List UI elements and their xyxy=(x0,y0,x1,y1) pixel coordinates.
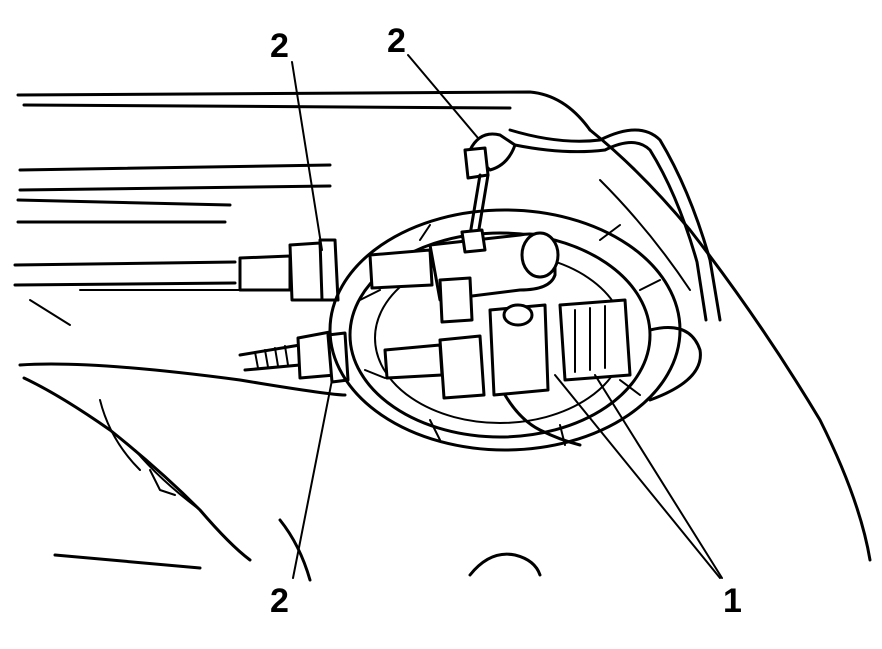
callout-2-top-left: 2 xyxy=(270,27,289,65)
leader-top-center xyxy=(407,54,479,139)
pump-module xyxy=(368,231,702,447)
callout-1-bottom-right: 1 xyxy=(723,582,742,620)
tank-body xyxy=(16,90,872,582)
vapor-line xyxy=(460,128,722,322)
leader-lines xyxy=(291,54,723,579)
leader-bottom-right-a xyxy=(554,374,721,579)
leader-bottom-left xyxy=(292,379,333,579)
fuel-lines xyxy=(13,163,350,384)
leader-top-left xyxy=(291,61,323,251)
callout-2-bottom-left: 2 xyxy=(270,582,289,620)
leader-bottom-right-b xyxy=(594,374,723,579)
callout-2-top-center: 2 xyxy=(387,22,406,60)
